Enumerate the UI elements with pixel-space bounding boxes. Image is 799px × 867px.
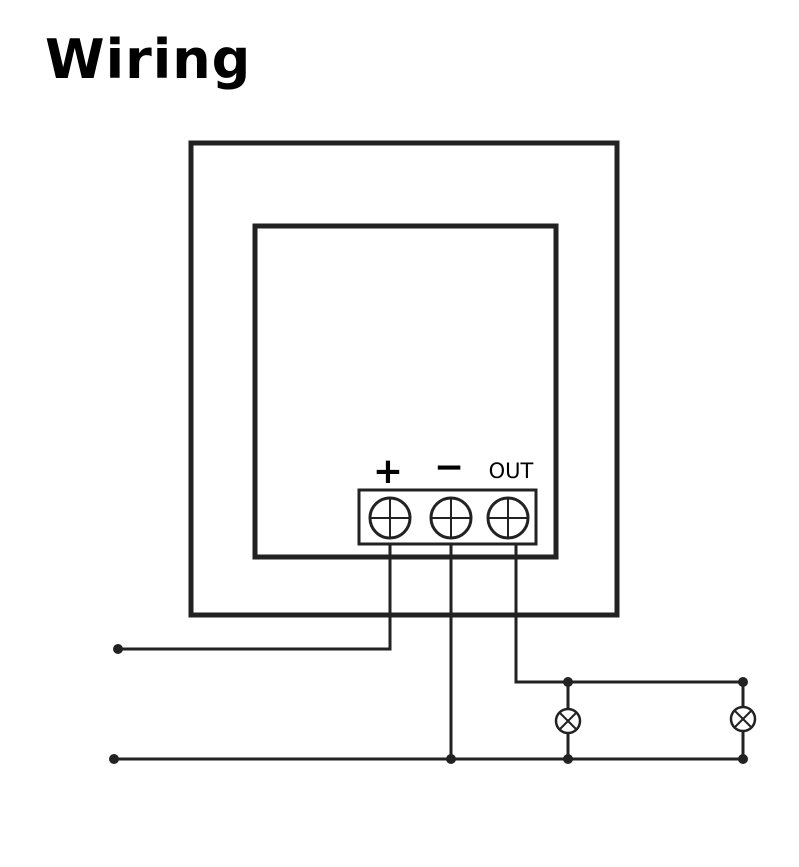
junction-dot-lamp-1-bottom bbox=[563, 754, 573, 764]
terminal-screw-plus bbox=[368, 496, 412, 540]
lamp-2-icon bbox=[729, 705, 757, 733]
terminal-screw-out bbox=[486, 496, 530, 540]
terminal-label-minus: − bbox=[434, 447, 464, 488]
device-inner-module bbox=[252, 223, 559, 560]
wire-plus bbox=[118, 544, 392, 651]
device-outer-frame bbox=[188, 140, 620, 618]
terminal-screw-minus bbox=[429, 496, 473, 540]
junction-dot-minus bbox=[446, 754, 456, 764]
terminal-label-out: OUT bbox=[489, 459, 534, 483]
junction-dot-lamp-2-bottom bbox=[738, 754, 748, 764]
lamp-1-icon bbox=[554, 707, 582, 735]
junction-dot-lamp-1-top bbox=[563, 677, 573, 687]
junction-dot-plus-end bbox=[113, 644, 123, 654]
junction-dot-lamp-2-top bbox=[738, 677, 748, 687]
wire-out bbox=[514, 544, 743, 684]
terminal-label-plus: + bbox=[373, 451, 403, 492]
page-title: Wiring bbox=[45, 28, 252, 91]
junction-dot-bus-start bbox=[109, 754, 119, 764]
